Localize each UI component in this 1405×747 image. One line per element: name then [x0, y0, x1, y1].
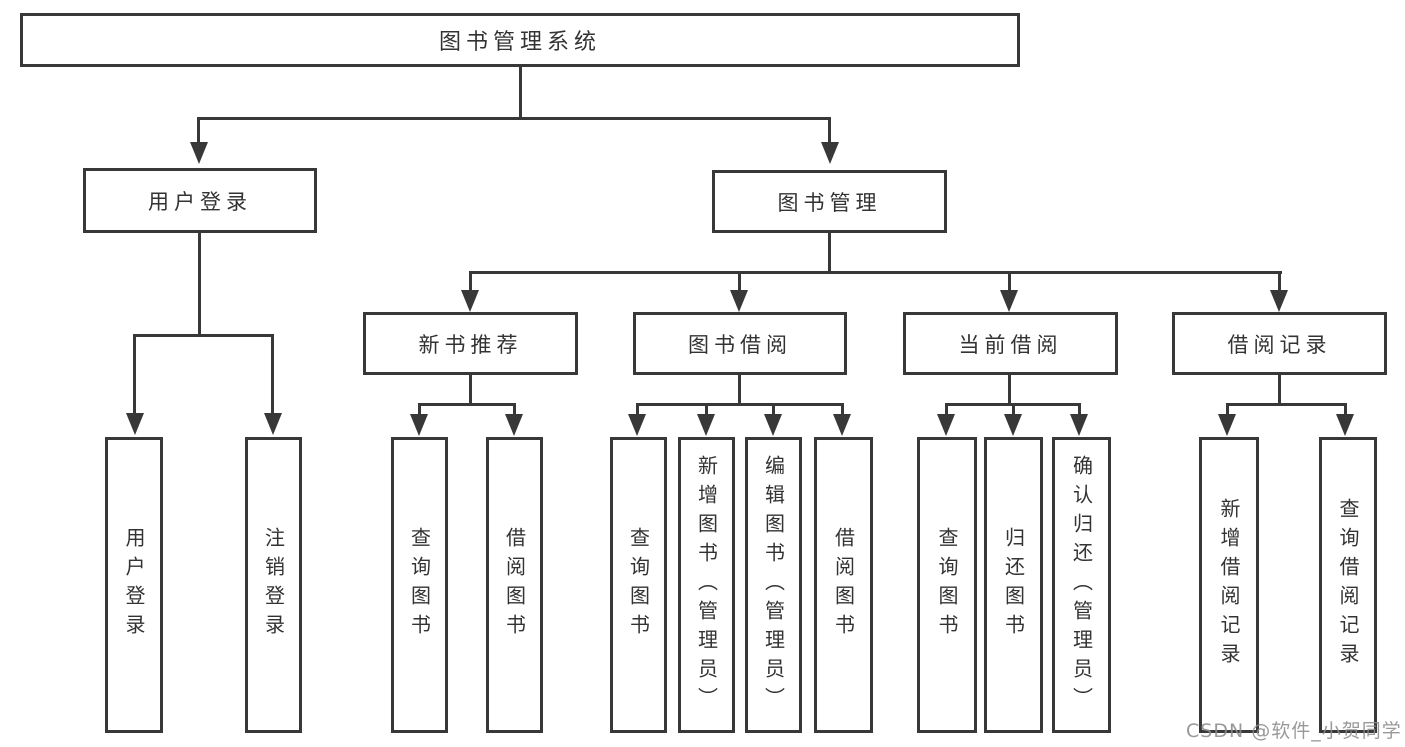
node-nbr-borrow-book: 借阅图书 — [486, 437, 543, 733]
node-root-system: 图书管理系统 — [20, 13, 1020, 67]
arrowhead-down-icon — [937, 414, 955, 436]
connector-drop — [772, 403, 775, 416]
arrowhead-down-icon — [628, 414, 646, 436]
arrowhead-down-icon — [1336, 414, 1354, 436]
arrowhead-down-icon — [821, 142, 839, 164]
arrowhead-down-icon — [1270, 290, 1288, 312]
connector-drop — [1008, 271, 1011, 292]
connector-drop — [133, 334, 136, 415]
arrowhead-down-icon — [1070, 414, 1088, 436]
connector-book-mgmt-stem — [828, 233, 831, 273]
node-bb-query-book: 查询图书 — [610, 437, 667, 733]
node-user-login-group: 用户登录 — [83, 168, 317, 233]
connector-drop — [271, 334, 274, 415]
node-bb-add-book-admin: 新增图书（管理员） — [678, 437, 735, 733]
connector-user-login-drop — [197, 117, 200, 142]
node-cb-confirm-return-admin: 确认归还（管理员） — [1052, 437, 1111, 733]
connector-drop — [738, 271, 741, 292]
connector-user-group-stem — [198, 233, 201, 336]
connector-branch — [418, 403, 516, 406]
connector-drop — [1278, 271, 1281, 292]
node-bb-edit-book-admin: 编辑图书（管理员） — [745, 437, 802, 733]
connector-drop — [1078, 403, 1081, 416]
arrowhead-down-icon — [461, 290, 479, 312]
connector-drop — [705, 403, 708, 416]
node-logout: 注销登录 — [245, 437, 302, 733]
connector-drop — [418, 403, 421, 416]
connector-stem — [469, 375, 472, 405]
arrowhead-down-icon — [764, 414, 782, 436]
node-br-query-record: 查询借阅记录 — [1319, 437, 1377, 733]
connector-level1-branch — [197, 117, 831, 120]
node-cb-return-book: 归还图书 — [984, 437, 1043, 733]
connector-drop — [469, 271, 472, 292]
node-bb-borrow-book: 借阅图书 — [814, 437, 873, 733]
connector-drop — [636, 403, 639, 416]
node-cb-query-book: 查询图书 — [917, 437, 977, 733]
node-borrow-records: 借阅记录 — [1172, 312, 1387, 375]
watermark: CSDN @软件_小贺同学 — [1186, 720, 1402, 742]
connector-branch — [636, 403, 843, 406]
connector-branch — [1226, 403, 1347, 406]
connector-drop — [841, 403, 844, 416]
connector-drop — [1012, 403, 1015, 416]
node-current-borrow: 当前借阅 — [903, 312, 1118, 375]
node-book-management: 图书管理 — [712, 170, 947, 233]
connector-stem — [738, 375, 741, 405]
arrowhead-down-icon — [730, 290, 748, 312]
arrowhead-down-icon — [833, 414, 851, 436]
arrowhead-down-icon — [1000, 290, 1018, 312]
node-book-borrow: 图书借阅 — [633, 312, 847, 375]
arrowhead-down-icon — [190, 142, 208, 164]
connector-book-mgmt-drop — [828, 117, 831, 142]
node-nbr-query-book: 查询图书 — [391, 437, 448, 733]
connector-drop — [1344, 403, 1347, 416]
connector-drop — [1226, 403, 1229, 416]
arrowhead-down-icon — [410, 414, 428, 436]
connector-level3-branch — [469, 271, 1282, 274]
connector-user-group-branch — [133, 334, 274, 337]
node-user-login: 用户登录 — [105, 437, 163, 733]
connector-drop — [513, 403, 516, 416]
arrowhead-down-icon — [1218, 414, 1236, 436]
connector-root-stem — [519, 67, 522, 119]
arrowhead-down-icon — [505, 414, 523, 436]
connector-stem — [1278, 375, 1281, 405]
node-new-book-recommend: 新书推荐 — [363, 312, 578, 375]
node-br-add-record: 新增借阅记录 — [1199, 437, 1259, 733]
arrowhead-down-icon — [126, 413, 144, 435]
connector-stem — [1008, 375, 1011, 405]
arrowhead-down-icon — [264, 413, 282, 435]
arrowhead-down-icon — [697, 414, 715, 436]
arrowhead-down-icon — [1004, 414, 1022, 436]
connector-drop — [945, 403, 948, 416]
